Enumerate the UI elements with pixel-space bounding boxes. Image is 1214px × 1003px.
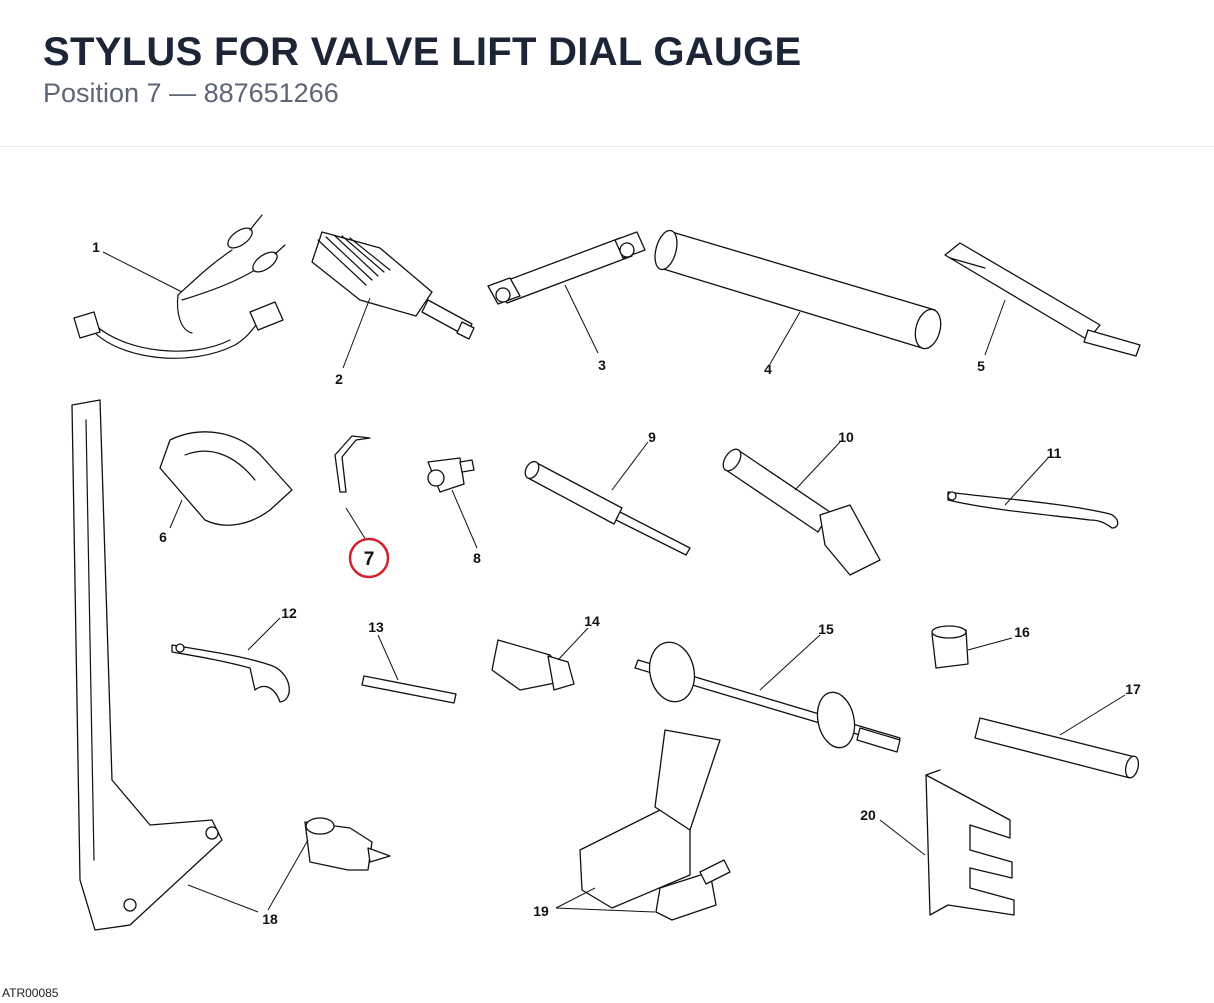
part-1-cable-harness: [73, 214, 286, 359]
callout-2: 2: [335, 371, 343, 387]
callout-7: 7: [364, 549, 375, 570]
part-14-socket: [491, 639, 575, 691]
part-9-punch: [524, 460, 691, 556]
part-20-comb-plate: [925, 769, 1015, 916]
callout-20: 20: [860, 807, 876, 823]
part-18-bracket: [71, 399, 223, 931]
part-8-sleeve: [427, 457, 475, 493]
callout-12: 12: [281, 605, 297, 621]
callout-15: 15: [818, 621, 834, 637]
header: STYLUS FOR VALVE LIFT DIAL GAUGE Positio…: [0, 0, 1214, 147]
page-title: STYLUS FOR VALVE LIFT DIAL GAUGE: [43, 30, 802, 74]
part-18-adaptor: [304, 817, 391, 871]
callout-numbers: 1 2 3 4 5 6 7 8 9 10 11 12 13 14 15 16 1…: [92, 239, 1141, 927]
callout-13: 13: [368, 619, 384, 635]
part-3-bar-tool: [487, 231, 646, 305]
callout-9: 9: [648, 429, 656, 445]
part-6-pad: [159, 431, 293, 526]
part-5-drift: [944, 242, 1141, 357]
leader-lines: [102, 251, 1126, 913]
part-15-press-tool: [634, 641, 901, 753]
part-10-tube-clamp: [722, 448, 881, 576]
callout-5: 5: [977, 358, 985, 374]
callout-10: 10: [838, 429, 854, 445]
callout-6: 6: [159, 529, 167, 545]
callout-17: 17: [1125, 681, 1141, 697]
reference-code: ATR00085: [2, 986, 59, 1000]
callout-11: 11: [1047, 445, 1062, 461]
part-12-c-spanner: [171, 643, 290, 703]
callout-14: 14: [584, 613, 600, 629]
callout-19: 19: [533, 903, 549, 919]
callout-3: 3: [598, 357, 606, 373]
callout-4: 4: [764, 361, 772, 377]
callout-16: 16: [1014, 624, 1030, 640]
part-13-pin: [361, 675, 457, 704]
highlight-ring: [348, 537, 390, 579]
part-16-collar: [931, 625, 969, 669]
part-4-cylinder: [654, 229, 942, 350]
callout-18: 18: [262, 911, 278, 927]
part-2-puller: [311, 231, 475, 340]
part-7-stylus: [334, 435, 371, 493]
part-17-shaft: [974, 717, 1140, 779]
page-subtitle: Position 7 — 887651266: [43, 78, 339, 108]
callout-1: 1: [92, 239, 100, 255]
part-11-hook-spanner: [947, 491, 1119, 529]
part-19-case-fixture: [579, 729, 731, 921]
callout-8: 8: [473, 550, 481, 566]
tools-exploded-diagram: 1 2 3 4 5 6 7 8 9 10 11 12 13 14 15 16 1…: [71, 214, 1141, 931]
